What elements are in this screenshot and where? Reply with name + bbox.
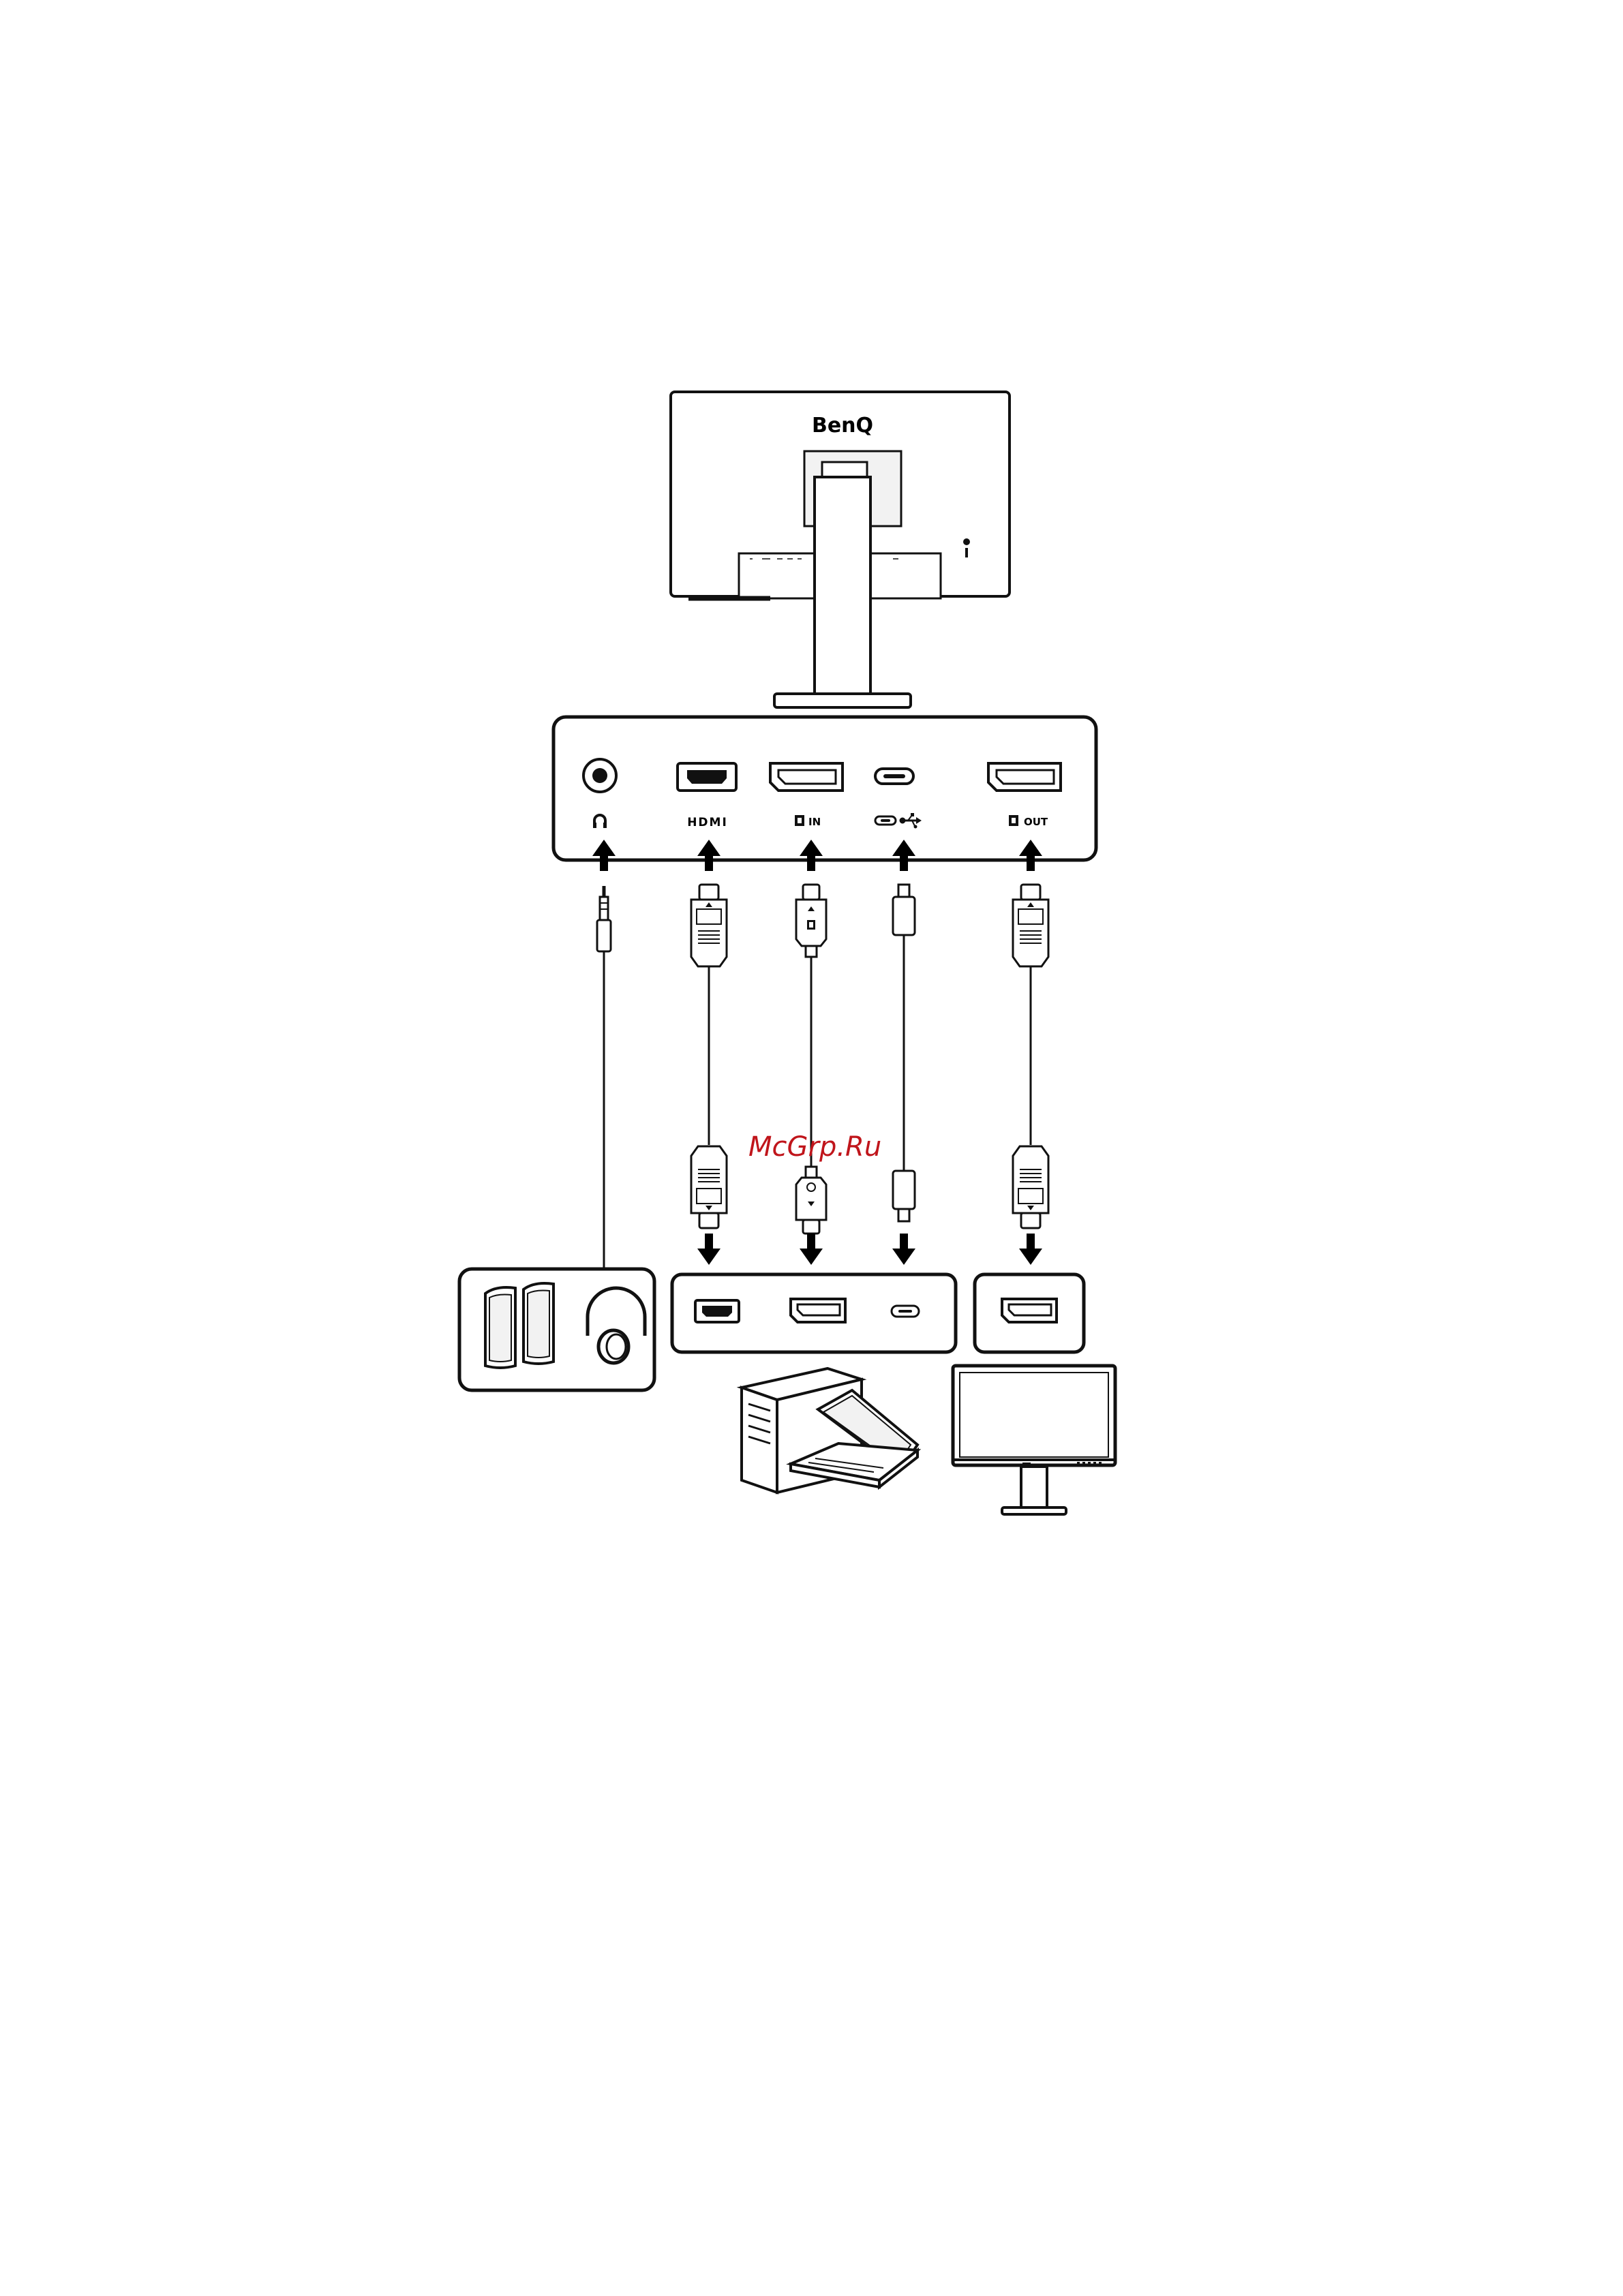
- monitor-icon: [953, 1366, 1115, 1514]
- arrow-down-dp: [800, 1234, 823, 1265]
- displayport-out-label: OUT: [1024, 816, 1048, 828]
- brand-logo: BenQ: [812, 414, 873, 438]
- arrow-down-usb-c: [892, 1234, 915, 1265]
- usb-c-cable: [893, 885, 915, 1221]
- displayport-out-cable: [1013, 885, 1048, 1228]
- displayport-cable: [796, 885, 826, 1234]
- source-displayport-port: [791, 1299, 845, 1322]
- hdmi-cable: [691, 885, 727, 1228]
- external-monitor-port-box: [975, 1274, 1084, 1352]
- watermark-text: McGrp.Ru: [748, 1131, 881, 1163]
- usb-c-port: [875, 769, 913, 784]
- displayport-icon: [1009, 815, 1018, 826]
- usb-c-icon: [875, 816, 896, 825]
- source-usb-c-port: [892, 1306, 919, 1317]
- displayport-in-port: [770, 763, 843, 791]
- arrow-down-hdmi: [697, 1234, 721, 1265]
- headphone-jack-port: [583, 759, 616, 792]
- displayport-out-port: [988, 763, 1061, 791]
- audio-cable: [597, 886, 611, 1268]
- monitor-rear-view: [671, 392, 1010, 707]
- hdmi-port-label: HDMI: [687, 816, 728, 829]
- displayport-in-label: IN: [808, 816, 821, 828]
- displayport-icon: [795, 815, 804, 826]
- hdmi-port: [678, 763, 736, 791]
- arrow-down-dp-out: [1019, 1234, 1042, 1265]
- source-hdmi-port: [695, 1300, 739, 1322]
